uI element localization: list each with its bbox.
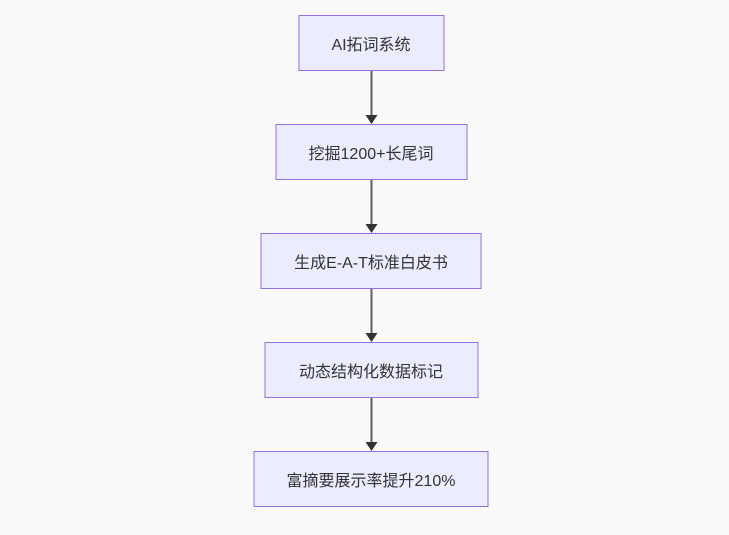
flow-node-label: 挖掘1200+长尾词: [308, 146, 434, 163]
arrow-line: [370, 180, 372, 224]
flow-arrow-4: [364, 398, 378, 451]
flow-node-structured-data: 动态结构化数据标记: [264, 342, 478, 398]
arrow-line: [370, 289, 372, 333]
arrow-head-down-icon: [365, 333, 377, 342]
flow-arrow-3: [364, 289, 378, 342]
flow-node-label: 动态结构化数据标记: [298, 364, 443, 381]
flowchart: AI拓词系统 挖掘1200+长尾词 生成E-A-T标准白皮书 动态结构化数据标记: [253, 15, 489, 507]
arrow-head-down-icon: [365, 115, 377, 124]
arrow-line: [370, 71, 372, 115]
flow-node-eat-whitepaper: 生成E-A-T标准白皮书: [260, 233, 482, 289]
flow-node-label: AI拓词系统: [331, 37, 411, 54]
flow-node-label: 生成E-A-T标准白皮书: [294, 255, 448, 272]
flow-node-label: 富摘要展示率提升210%: [286, 473, 456, 490]
flow-arrow-2: [364, 180, 378, 233]
arrow-head-down-icon: [365, 442, 377, 451]
flow-node-rich-snippet-result: 富摘要展示率提升210%: [253, 451, 489, 507]
flow-node-longtail-words: 挖掘1200+长尾词: [275, 124, 467, 180]
flow-node-ai-word-system: AI拓词系统: [298, 15, 444, 71]
arrow-head-down-icon: [365, 224, 377, 233]
flow-arrow-1: [364, 71, 378, 124]
arrow-line: [370, 398, 372, 442]
